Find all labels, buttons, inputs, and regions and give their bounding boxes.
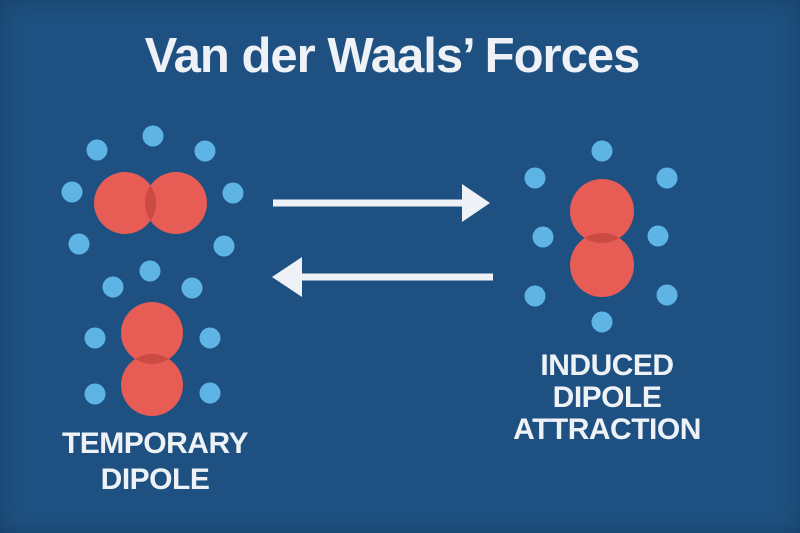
- electron-dot: [591, 140, 613, 162]
- temporary-dipole-label-line1: TEMPORARY: [61, 427, 249, 460]
- atom: [121, 302, 183, 364]
- right-electron-cloud: [524, 140, 678, 333]
- electron-dot: [194, 140, 216, 162]
- electron-dot: [532, 226, 554, 248]
- electron-dot: [102, 276, 124, 298]
- electron-dot: [68, 233, 90, 255]
- atom: [570, 179, 634, 243]
- left-electron-cloud: [61, 125, 244, 405]
- temporary-dipole-label-line2: DIPOLE: [100, 463, 210, 496]
- induced-dipole-molecule: [570, 179, 634, 297]
- electron-dot: [213, 235, 235, 257]
- electron-dot: [656, 284, 678, 306]
- electron-dot: [199, 382, 221, 404]
- atom: [570, 233, 634, 297]
- left-arrow-icon: [272, 257, 493, 297]
- induced-dipole-label: INDUCED DIPOLE ATTRACTION: [487, 350, 727, 446]
- atom: [145, 172, 207, 234]
- electron-dot: [524, 285, 546, 307]
- right-arrow-icon: [273, 184, 490, 222]
- electron-dot: [142, 125, 164, 147]
- electron-dot: [84, 383, 106, 405]
- temporary-dipole-molecule-horizontal: [94, 172, 207, 234]
- electron-dot: [647, 225, 669, 247]
- electron-dot: [181, 277, 203, 299]
- electron-dot: [222, 182, 244, 204]
- electron-dot: [84, 327, 106, 349]
- temporary-dipole-label: TEMPORARY DIPOLE: [35, 426, 275, 498]
- induced-dipole-label-line3: ATTRACTION: [513, 413, 701, 446]
- atom: [121, 354, 183, 416]
- electron-dot: [199, 327, 221, 349]
- atom: [94, 172, 156, 234]
- electron-dot: [61, 181, 83, 203]
- electron-dot: [524, 167, 546, 189]
- induced-dipole-label-line2: DIPOLE: [552, 381, 662, 414]
- electron-dot: [656, 167, 678, 189]
- diagram-title: Van der Waals’ Forces: [144, 29, 641, 83]
- electron-dot: [591, 311, 613, 333]
- electron-dot: [86, 139, 108, 161]
- temporary-dipole-molecule-vertical: [121, 302, 183, 416]
- electron-dot: [139, 260, 161, 282]
- induced-dipole-label-line1: INDUCED: [540, 349, 674, 382]
